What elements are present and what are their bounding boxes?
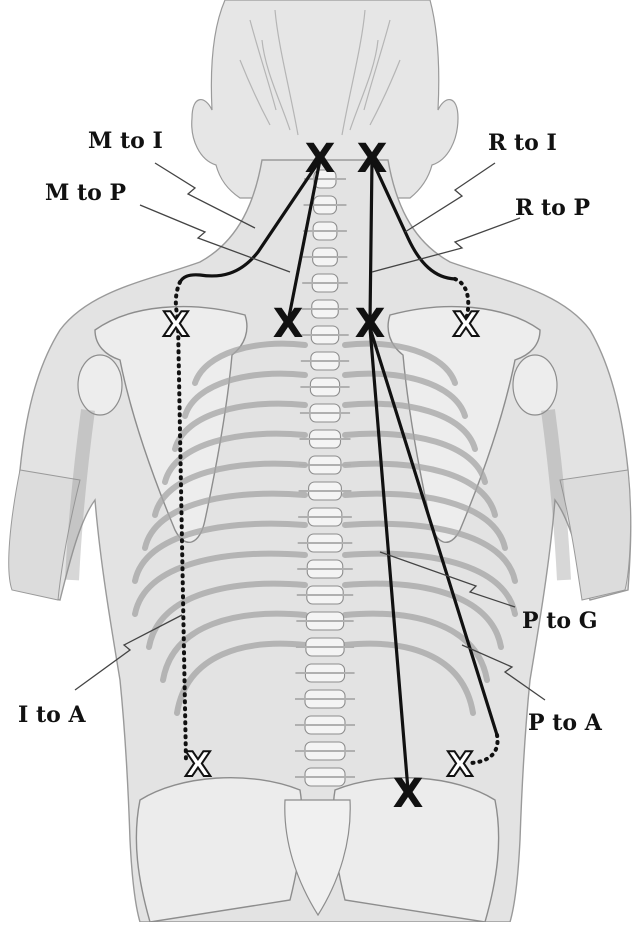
svg-text:X: X — [305, 136, 336, 182]
marker-spine-right: X — [355, 301, 386, 347]
marker-spine-left: X — [273, 301, 304, 347]
marker-mastoid-left: X — [305, 136, 336, 182]
label-p-to-g: P to G — [522, 608, 598, 634]
label-m-to-i: M to I — [88, 128, 163, 154]
marker-iliac-right: X — [447, 745, 473, 785]
label-m-to-p: M to P — [45, 180, 126, 206]
left-iliac-crest — [136, 778, 302, 922]
right-arm — [560, 470, 631, 600]
marker-iliac-left: X — [185, 745, 211, 785]
svg-text:X: X — [185, 745, 211, 785]
svg-text:X: X — [163, 305, 189, 345]
svg-text:X: X — [357, 136, 388, 182]
label-i-to-a: I to A — [18, 702, 86, 728]
label-r-to-i: R to I — [488, 130, 557, 156]
marker-acromion-right: X — [453, 305, 479, 345]
svg-text:X: X — [393, 771, 424, 817]
svg-text:X: X — [355, 301, 386, 347]
marker-acromion-left: X — [163, 305, 189, 345]
svg-text:X: X — [447, 745, 473, 785]
line-r-to-p — [370, 160, 372, 322]
marker-pelvis: X — [393, 771, 424, 817]
label-p-to-a: P to A — [528, 710, 603, 736]
marker-mastoid-right: X — [357, 136, 388, 182]
svg-text:X: X — [273, 301, 304, 347]
svg-text:X: X — [453, 305, 479, 345]
label-r-to-p: R to P — [515, 195, 590, 221]
